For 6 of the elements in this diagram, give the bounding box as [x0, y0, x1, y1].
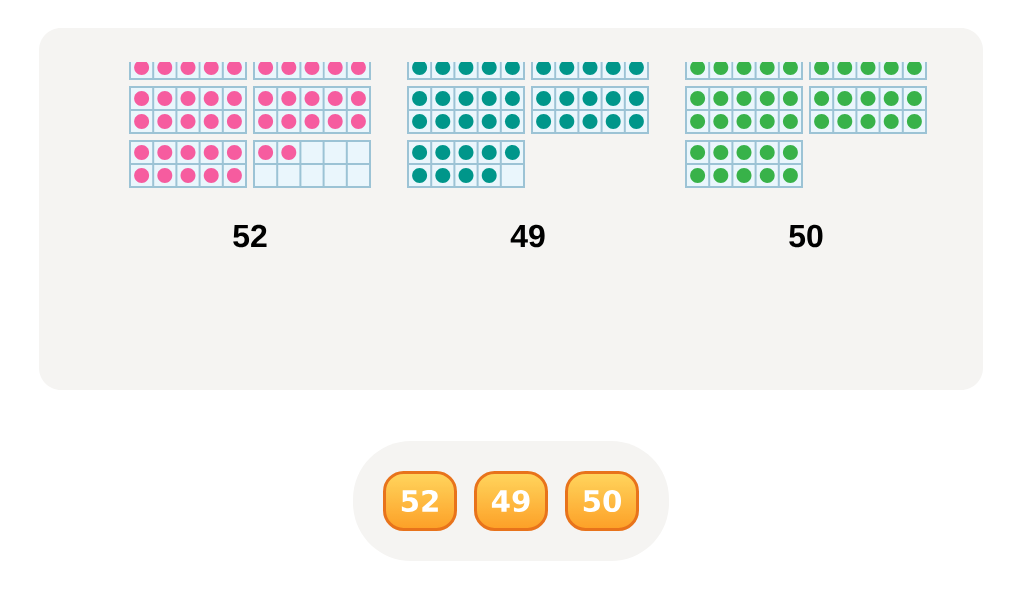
- number-label: 49: [510, 224, 545, 248]
- number-button: 52: [383, 471, 457, 531]
- number-button: 50: [565, 471, 639, 531]
- number-label: 52: [233, 224, 267, 248]
- number-label: 50: [789, 224, 823, 248]
- number-button: 49: [474, 471, 548, 531]
